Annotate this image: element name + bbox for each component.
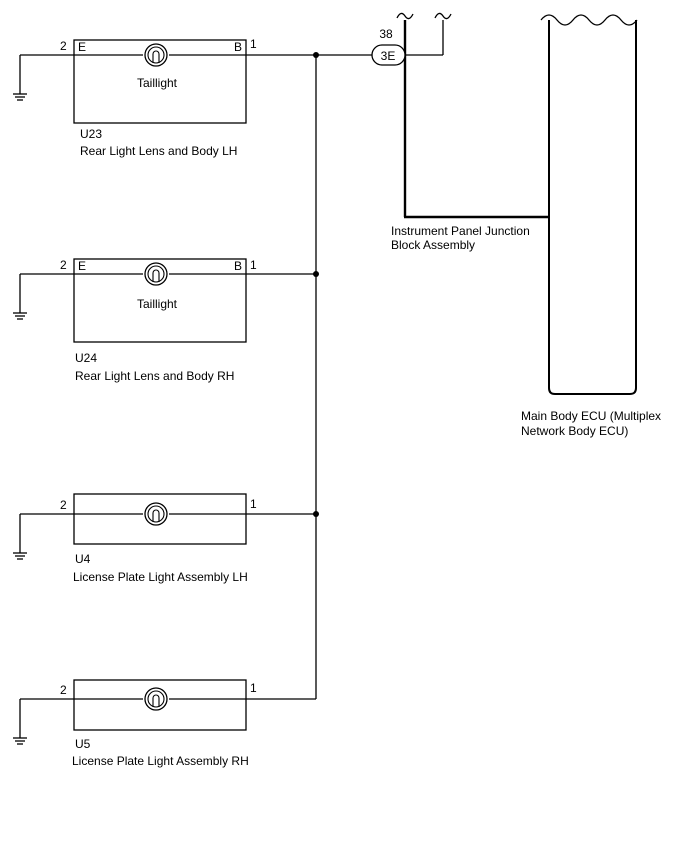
- pin-number-left: 2: [60, 683, 67, 697]
- junction-name-line2: Block Assembly: [391, 238, 475, 252]
- pin-number-right: 1: [250, 37, 257, 51]
- pin-name-right: B: [234, 40, 242, 54]
- ground-icon: [12, 54, 28, 101]
- component-name: Rear Light Lens and Body LH: [80, 144, 237, 158]
- connector-code: 3E: [381, 49, 396, 63]
- component-code: U23: [80, 127, 102, 141]
- pin-number-left: 2: [60, 498, 67, 512]
- bulb-icon: [144, 43, 168, 67]
- component-code: U24: [75, 351, 97, 365]
- pin-name-right: B: [234, 259, 242, 273]
- ground-icon: [12, 513, 28, 560]
- vertical-bus-wire: [313, 52, 319, 699]
- component-u5: 2 1 U5 License Plate Light Assembly RH: [12, 679, 316, 768]
- pin-number-left: 2: [60, 258, 67, 272]
- component-code: U5: [75, 737, 91, 751]
- component-name: License Plate Light Assembly RH: [72, 754, 249, 768]
- pin-name-left: E: [78, 259, 86, 273]
- component-u4: 2 1 U4 License Plate Light Assembly LH: [12, 493, 316, 584]
- main-body-ecu: Main Body ECU (Multiplex Network Body EC…: [521, 14, 661, 438]
- bulb-label: Taillight: [137, 76, 178, 90]
- pin-number-left: 2: [60, 39, 67, 53]
- component-code: U4: [75, 552, 91, 566]
- component-name: License Plate Light Assembly LH: [73, 570, 248, 584]
- ecu-name-line1: Main Body ECU (Multiplex: [521, 409, 661, 423]
- connector-pin-number: 38: [379, 27, 393, 41]
- component-name: Rear Light Lens and Body RH: [75, 369, 234, 383]
- ecu-name-line2: Network Body ECU): [521, 424, 628, 438]
- component-u24: E B 2 1 Taillight U24 Rear Light Lens an…: [12, 258, 316, 383]
- component-u23: E B 2 1 Taillight U23 Rear Light Lens an…: [12, 37, 257, 158]
- bulb-icon: [144, 262, 168, 286]
- junction-block-assembly: Instrument Panel Junction Block Assembly: [391, 12, 549, 252]
- junction-name-line1: Instrument Panel Junction: [391, 224, 530, 238]
- ground-icon: [12, 273, 28, 320]
- bulb-icon: [144, 687, 168, 711]
- bulb-label: Taillight: [137, 297, 178, 311]
- connector-3e: 3E 38: [246, 27, 406, 66]
- pin-number-right: 1: [250, 681, 257, 695]
- pin-number-right: 1: [250, 258, 257, 272]
- bulb-icon: [144, 502, 168, 526]
- pin-number-right: 1: [250, 497, 257, 511]
- pin-name-left: E: [78, 40, 86, 54]
- ground-icon: [12, 698, 28, 745]
